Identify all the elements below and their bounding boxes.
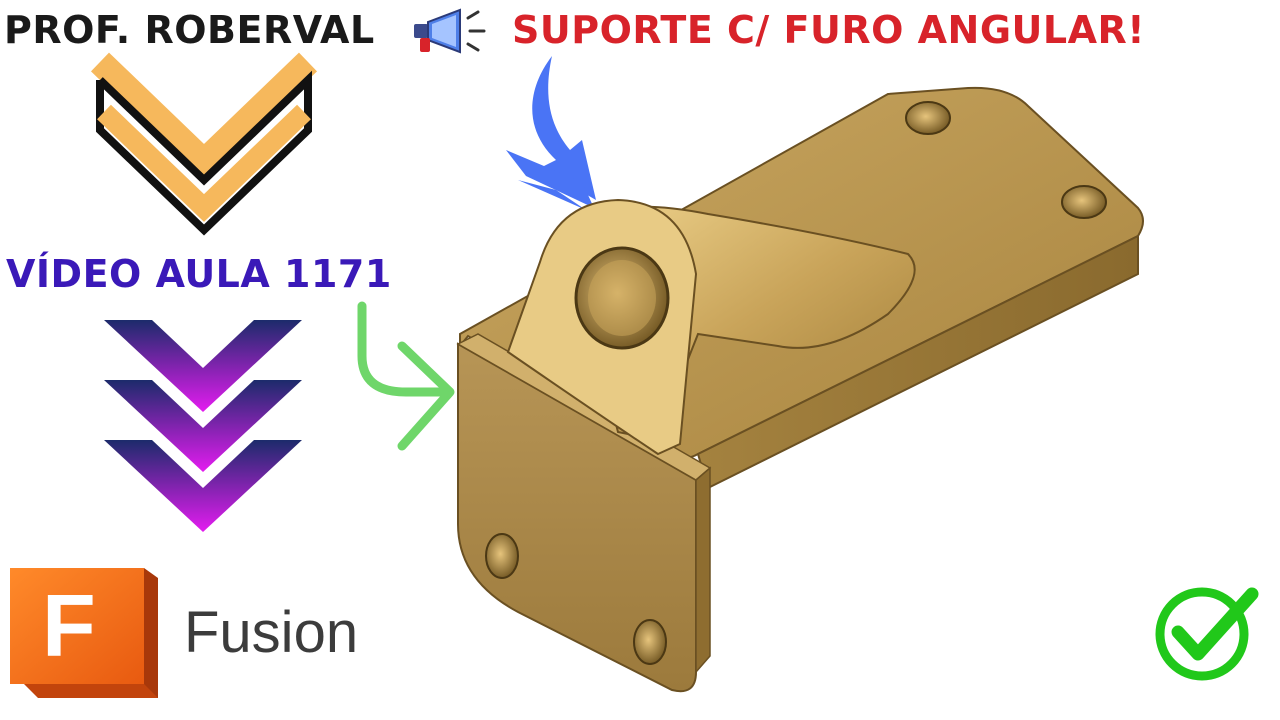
check-circle-icon [1152,580,1264,684]
green-arrow-icon [346,296,466,456]
author-title: PROF. ROBERVAL [4,8,375,52]
video-lesson-label: VÍDEO AULA 1171 [6,252,392,296]
fusion-logo-letter: F [42,576,96,675]
megaphone-icon [412,8,492,56]
purple-chevrons-icon [100,318,306,540]
orange-chevron-icon [88,52,320,240]
fusion-brand-name: Fusion [184,600,359,665]
headline-title: SUPORTE C/ FURO ANGULAR! [512,8,1146,52]
fusion-logo-icon: F [6,566,166,706]
blue-arrow-icon [496,50,606,210]
angled-bracket-part-illustration [448,84,1160,704]
